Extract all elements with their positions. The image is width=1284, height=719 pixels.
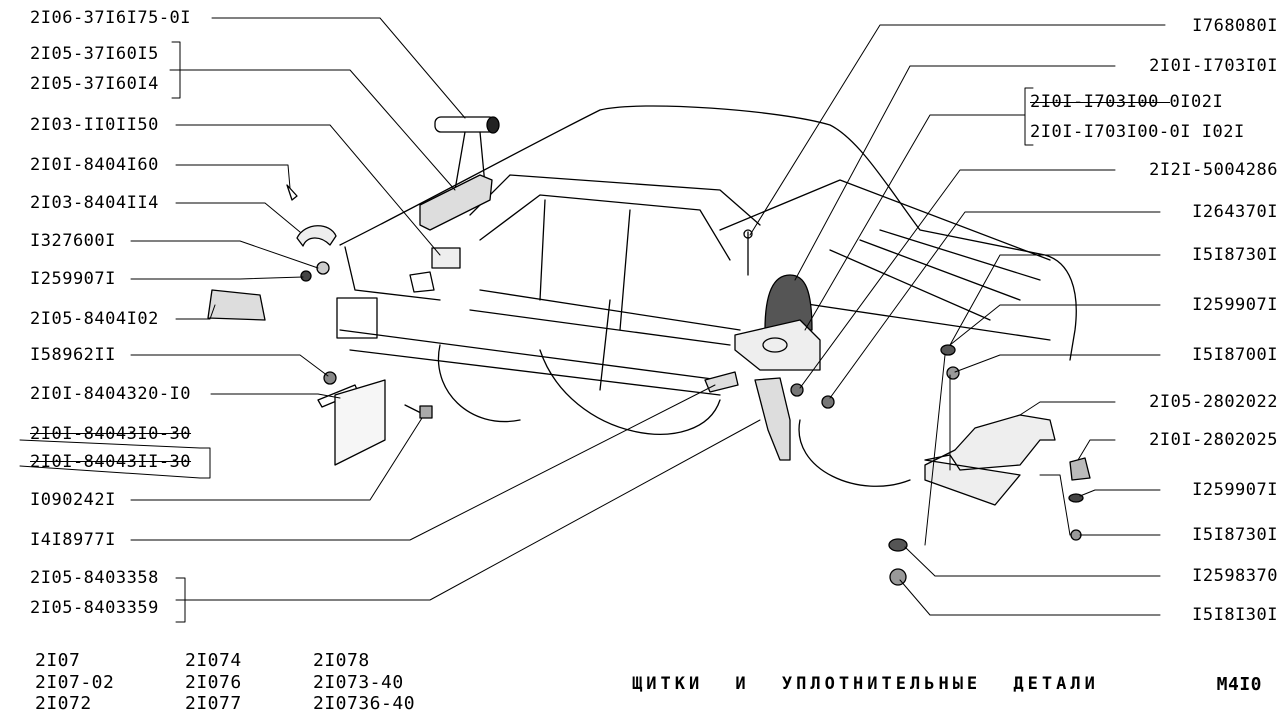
left-label-9: 2I05-8404I02 (30, 309, 159, 329)
model-code: 2I0736-40 (313, 693, 416, 714)
left-label-5: 2I0I-8404I60 (30, 155, 159, 175)
model-code: 2I078 (313, 650, 370, 671)
right-label-5: 2I2I-5004286 (1149, 160, 1278, 180)
right-label-11: 2I0I-2802025 (1149, 430, 1278, 450)
right-label-12: I259907I (1192, 480, 1278, 500)
right-label-6: I264370I (1192, 202, 1278, 222)
leader-lines-right (749, 24, 1166, 616)
left-label-6: 2I03-8404II4 (30, 193, 159, 213)
model-code: 2I07-02 (35, 672, 115, 693)
model-code: 2I072 (35, 693, 92, 714)
left-label-1: 2I06-37I6I75-0I (30, 8, 192, 28)
right-label-4: 2I0I-I703I00-0I I02I (1030, 122, 1245, 142)
left-label-16: 2I05-8403358 (30, 568, 159, 588)
left-label-15: I4I8977I (30, 530, 116, 550)
right-label-10: 2I05-2802022 (1149, 392, 1278, 412)
right-label-9: I5I8700I (1192, 345, 1278, 365)
left-label-17: 2I05-8403359 (30, 598, 159, 618)
right-label-14: I2598370 (1192, 566, 1278, 586)
model-code: 2I07 (35, 650, 81, 671)
left-label-3: 2I05-37I60I4 (30, 74, 159, 94)
right-label-8: I259907I (1192, 295, 1278, 315)
left-label-7: I327600I (30, 231, 116, 251)
right-label-7: I5I8730I (1192, 245, 1278, 265)
right-label-13: I5I8730I (1192, 525, 1278, 545)
left-label-11: 2I0I-8404320-I0 (30, 384, 192, 404)
car-body-outline (336, 105, 1077, 487)
left-label-10: I58962II (30, 345, 116, 365)
right-label-15: I5I8I30I (1192, 605, 1278, 625)
model-code: 2I073-40 (313, 672, 404, 693)
leader-lines-left (19, 17, 761, 623)
left-label-4: 2I03-II0II50 (30, 115, 159, 135)
strike-mark (1030, 102, 1170, 103)
left-label-12: 2I0I-84043I0-30 (30, 424, 192, 444)
right-label-2: 2I0I-I703I0I (1149, 56, 1278, 76)
left-label-8: I259907I (30, 269, 116, 289)
left-label-2: 2I05-37I60I5 (30, 44, 159, 64)
left-label-13: 2I0I-84043II-30 (30, 452, 192, 472)
model-code: 2I077 (185, 693, 242, 714)
model-code: 2I076 (185, 672, 242, 693)
parts (207, 116, 1091, 586)
page-code: М4I0 (1216, 674, 1262, 695)
diagram-title: ЩИТКИ И УПЛОТНИТЕЛЬНЫЕ ДЕТАЛИ (632, 674, 1099, 694)
left-label-14: I090242I (30, 490, 116, 510)
model-code: 2I074 (185, 650, 242, 671)
right-label-1: I768080I (1192, 16, 1278, 36)
